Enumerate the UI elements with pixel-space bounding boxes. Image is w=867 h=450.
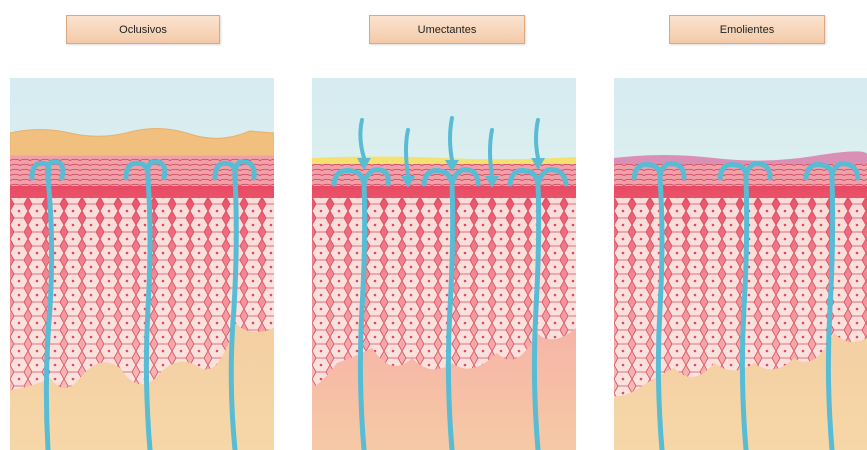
panel-emolientes <box>614 78 867 450</box>
label-oclusivos: Oclusivos <box>66 15 220 44</box>
panel-oclusivos <box>10 78 274 450</box>
label-umectantes: Umectantes <box>369 15 525 44</box>
panel-umectantes <box>312 78 576 450</box>
label-emolientes: Emolientes <box>669 15 825 44</box>
